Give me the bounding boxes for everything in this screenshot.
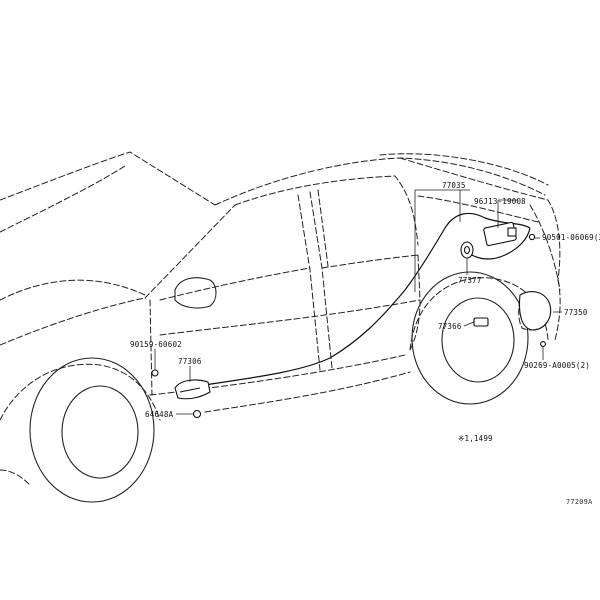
rear-tire [411, 271, 529, 405]
cable-grommet-77377 [460, 241, 474, 259]
screw-90269 [540, 341, 546, 347]
body-side-upper [159, 299, 421, 336]
spring-77366 [473, 317, 489, 327]
callout-96j13-19008: 96J13-19008 [474, 197, 526, 206]
front-door-line [149, 299, 153, 396]
front-bumper-lower [0, 469, 31, 486]
note-mark: ※1,1499 [458, 434, 493, 443]
car-body-outline [0, 151, 561, 486]
a-pillar [144, 204, 236, 299]
leader-lines [154, 189, 562, 415]
rocker-panel [149, 354, 406, 396]
hood-line [0, 297, 146, 346]
callout-90159-60602: 90159-60602 [130, 340, 182, 349]
callout-77366: 77366 [438, 322, 462, 331]
door-window-sill [159, 267, 311, 301]
front-panel [0, 279, 146, 301]
fuel-lid-lock [483, 221, 517, 247]
fuel-lid-77350 [518, 291, 552, 331]
rear-door-top [321, 254, 419, 269]
rocker-panel-lower [204, 371, 411, 413]
fuel-lid-opener-lever [174, 379, 211, 400]
rear-quarter-top [399, 157, 561, 281]
window-frame [234, 175, 419, 246]
callout-90501-06069: 90501-06069(2) [542, 233, 600, 242]
b-pillar-rear [309, 191, 333, 369]
windshield-outline [0, 151, 216, 206]
b-pillar-edge [317, 189, 329, 267]
cable-branch [461, 227, 531, 260]
screw-90159 [151, 369, 159, 377]
callout-77350: 77350 [564, 308, 588, 317]
callout-77306: 77306 [178, 357, 202, 366]
callout-77377: 77377 [458, 276, 482, 285]
b-pillar-front [297, 194, 321, 371]
roof-top [379, 153, 549, 186]
fuel-lid-opener-cable [204, 212, 531, 386]
clip-64648a [192, 409, 202, 419]
callout-90269-a0005: 90269-A0005(2) [524, 361, 590, 370]
front-wheel-arch [0, 363, 161, 421]
rear-quarter-line [417, 195, 539, 223]
screw-90501 [528, 233, 536, 241]
windshield-inner [0, 165, 126, 233]
rear-bumper [554, 279, 561, 341]
callout-64648a: 64648A [145, 410, 174, 419]
trunk-edge [529, 204, 561, 291]
side-mirror [174, 277, 217, 309]
diagram-code: 77209A [566, 498, 593, 506]
callout-77035: 77035 [442, 181, 466, 190]
front-tire [29, 357, 155, 503]
